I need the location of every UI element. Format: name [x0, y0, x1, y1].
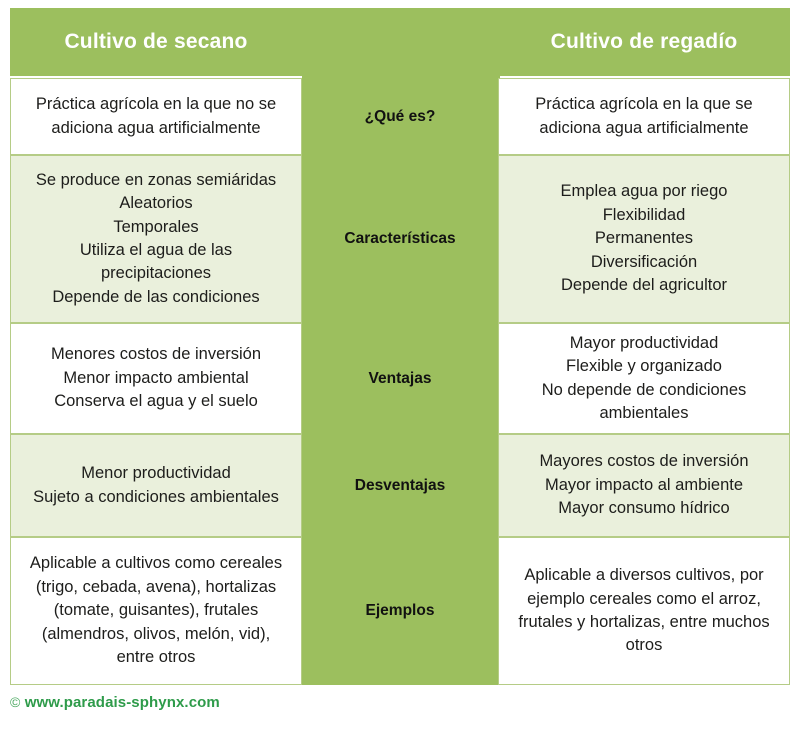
- row-1-cell-right: Práctica agrícola en la que se adiciona …: [498, 78, 790, 155]
- table-row: Práctica agrícola en la que no se adicio…: [10, 78, 790, 155]
- row-2-cell-label: Características: [302, 155, 498, 323]
- row-2-right-text: Emplea agua por riego Flexibilidad Perma…: [560, 182, 728, 295]
- footer-site-url: www.paradais-sphynx.com: [24, 694, 220, 711]
- header-cell-left: Cultivo de secano: [10, 8, 302, 76]
- row-2-cell-right: Emplea agua por riego Flexibilidad Perma…: [498, 155, 790, 323]
- row-4-label: Desventajas: [354, 476, 446, 494]
- row-4-cell-left: Menor productividad Sujeto a condiciones…: [10, 434, 302, 537]
- table-row: Menores costos de inversión Menor impact…: [10, 323, 790, 434]
- table-row: Aplicable a cultivos como cereales (trig…: [10, 537, 790, 685]
- row-4-cell-label: Desventajas: [302, 434, 498, 537]
- row-5-right-text: Aplicable a diversos cultivos, por ejemp…: [518, 566, 770, 655]
- footer-attribution: © www.paradais-sphynx.com: [10, 694, 220, 711]
- row-1-right-text: Práctica agrícola en la que se adiciona …: [535, 95, 753, 137]
- row-1-cell-label: ¿Qué es?: [302, 78, 498, 155]
- row-2-label: Características: [344, 230, 456, 247]
- row-4-right-text: Mayores costos de inversión Mayor impact…: [539, 452, 749, 518]
- row-5-cell-left: Aplicable a cultivos como cereales (trig…: [10, 537, 302, 685]
- row-3-left-text: Menores costos de inversión Menor impact…: [50, 345, 262, 411]
- row-1-left-text: Práctica agrícola en la que no se adicio…: [35, 95, 277, 137]
- row-2-cell-left: Se produce en zonas semiáridas Aleatorio…: [10, 155, 302, 323]
- comparison-table: Cultivo de secano Cultivo de regadío Prá…: [10, 8, 790, 685]
- row-3-cell-right: Mayor productividad Flexible y organizad…: [498, 323, 790, 434]
- row-3-cell-left: Menores costos de inversión Menor impact…: [10, 323, 302, 434]
- header-cell-right: Cultivo de regadío: [498, 8, 790, 76]
- table-row: Se produce en zonas semiáridas Aleatorio…: [10, 155, 790, 323]
- row-4-left-text: Menor productividad Sujeto a condiciones…: [33, 464, 279, 506]
- header-right-label: Cultivo de regadío: [550, 30, 738, 54]
- row-1-label: ¿Qué es?: [364, 107, 436, 125]
- row-5-cell-label: Ejemplos: [302, 537, 498, 685]
- copyright-icon: ©: [10, 694, 21, 710]
- center-label-column-background: [302, 8, 500, 685]
- table-row: Menor productividad Sujeto a condiciones…: [10, 434, 790, 537]
- table-grid: Cultivo de secano Cultivo de regadío Prá…: [10, 8, 790, 685]
- row-3-right-text: Mayor productividad Flexible y organizad…: [541, 333, 747, 422]
- table-header-row: Cultivo de secano Cultivo de regadío: [10, 8, 790, 76]
- header-cell-middle: [302, 8, 498, 76]
- row-5-cell-right: Aplicable a diversos cultivos, por ejemp…: [498, 537, 790, 685]
- row-5-label: Ejemplos: [365, 602, 435, 619]
- row-1-cell-left: Práctica agrícola en la que no se adicio…: [10, 78, 302, 155]
- row-4-cell-right: Mayores costos de inversión Mayor impact…: [498, 434, 790, 537]
- row-5-left-text: Aplicable a cultivos como cereales (trig…: [29, 554, 283, 667]
- row-2-left-text: Se produce en zonas semiáridas Aleatorio…: [35, 170, 277, 306]
- header-left-label: Cultivo de secano: [64, 30, 248, 54]
- row-3-label: Ventajas: [368, 369, 432, 387]
- row-3-cell-label: Ventajas: [302, 323, 498, 434]
